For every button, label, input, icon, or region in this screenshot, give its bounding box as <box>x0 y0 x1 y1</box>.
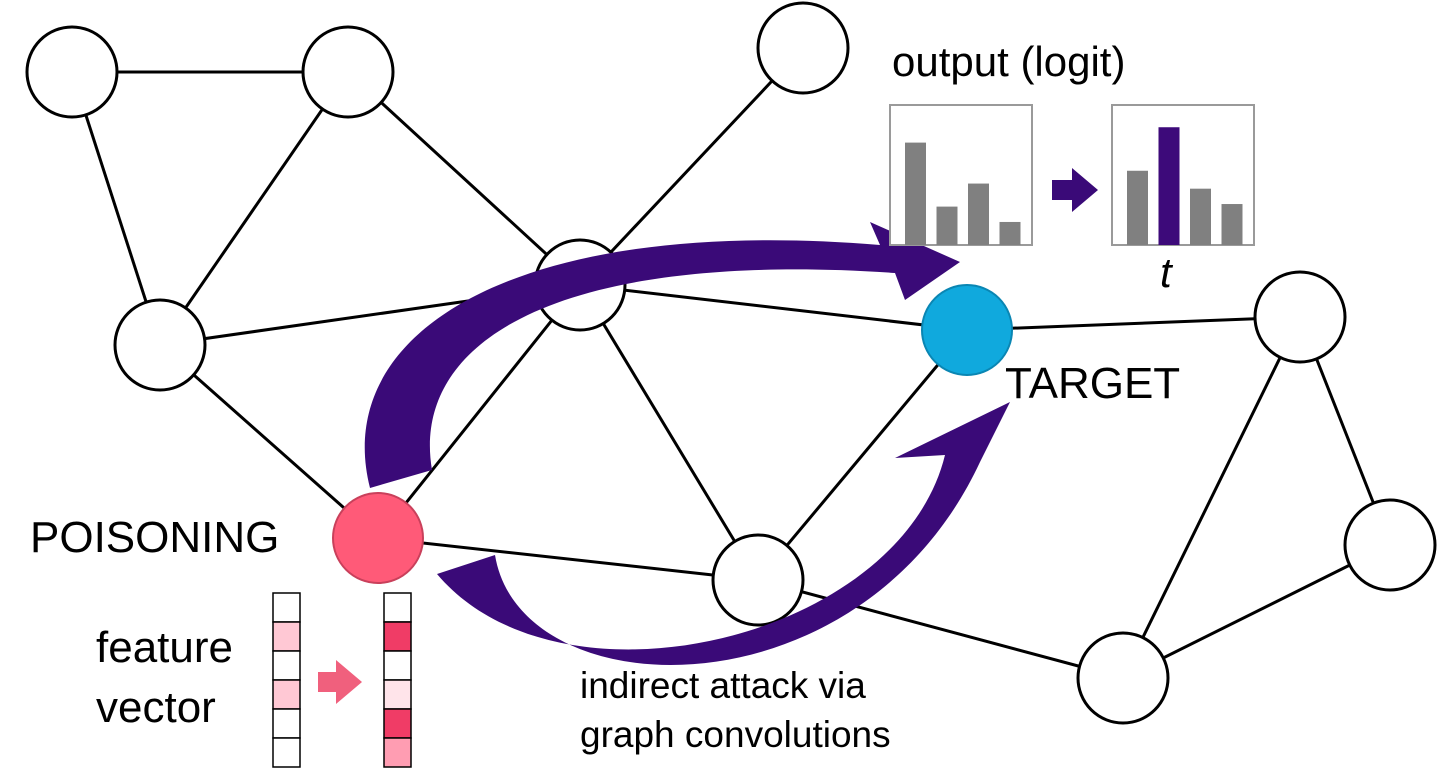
attack-caption-line2: graph convolutions <box>580 714 891 755</box>
edge <box>377 536 759 582</box>
attack-arrows <box>364 222 1010 665</box>
edge <box>756 329 969 581</box>
target-label: TARGET <box>1005 359 1180 408</box>
feature-change-arrow <box>318 660 362 704</box>
logit-change-arrow <box>1052 168 1098 212</box>
feature-label-line1: feature <box>96 623 233 672</box>
logit-bar <box>1190 188 1211 245</box>
feature-cell <box>383 708 412 739</box>
edge <box>376 284 582 539</box>
logit-bar <box>936 206 958 245</box>
attack-arrow-upper <box>364 222 961 488</box>
feature-cell <box>272 737 301 768</box>
feature-cell <box>272 679 301 710</box>
edge <box>1122 543 1391 680</box>
feature-cell <box>383 679 412 710</box>
feature-cell <box>272 592 301 623</box>
feature-label-line2: vector <box>96 683 216 732</box>
edge <box>578 284 760 581</box>
graph-node <box>756 1 850 95</box>
poisoning-node <box>332 492 424 584</box>
feature-cell <box>272 621 301 652</box>
target-node <box>921 284 1013 376</box>
logit-bar-target <box>1158 127 1180 245</box>
feature-cell <box>383 621 412 652</box>
output-label: output (logit) <box>892 38 1125 85</box>
edge <box>757 578 1124 680</box>
feature-vector-after <box>383 592 412 768</box>
logit-chart-before <box>889 104 1033 246</box>
logit-bar <box>1221 204 1243 245</box>
feature-cell <box>272 650 301 681</box>
edge <box>579 283 968 332</box>
graph-node <box>301 25 395 119</box>
poisoning-label: POISONING <box>30 513 279 562</box>
attack-caption-line1: indirect attack via <box>580 665 866 706</box>
graph-node <box>1076 631 1170 725</box>
graph-node <box>113 298 207 392</box>
feature-cell <box>383 650 412 681</box>
edge <box>966 315 1301 332</box>
logit-chart-after <box>1111 104 1255 246</box>
edge <box>1121 316 1302 679</box>
class-t-label: t <box>1160 249 1174 296</box>
graph-edges <box>70 46 1392 680</box>
graph-node <box>25 25 119 119</box>
logit-bar <box>1127 170 1148 245</box>
graph-node <box>1343 498 1437 592</box>
edge <box>158 71 350 346</box>
edge <box>70 71 162 346</box>
logit-bar <box>905 142 926 245</box>
logit-bar <box>968 183 989 245</box>
edge <box>159 343 379 540</box>
attack-arrow-lower <box>437 402 1010 665</box>
feature-cell <box>272 708 301 739</box>
edge <box>578 46 805 287</box>
feature-vector-before <box>272 592 301 768</box>
graph-node <box>1253 270 1347 364</box>
graph-node <box>711 533 805 627</box>
feature-cell <box>383 737 412 768</box>
logit-bar <box>999 221 1021 245</box>
feature-cell <box>383 592 412 623</box>
graph-nodes <box>25 1 1437 725</box>
edge <box>346 70 582 287</box>
